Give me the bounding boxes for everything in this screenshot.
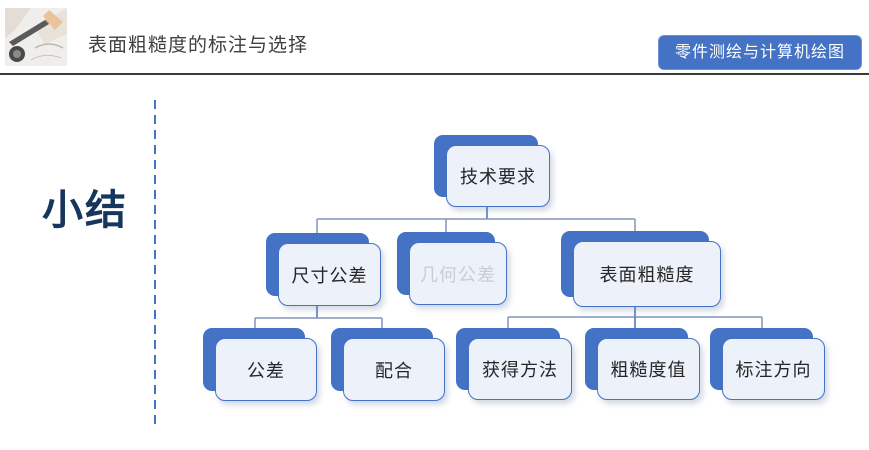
node-dimensional-tolerance: 尺寸公差 bbox=[266, 233, 381, 306]
header-photo bbox=[5, 8, 67, 66]
page-title: 表面粗糙度的标注与选择 bbox=[88, 35, 309, 56]
summary-label: 小结 bbox=[42, 187, 128, 233]
node-label: 获得方法 bbox=[468, 338, 572, 400]
header-divider bbox=[0, 73, 869, 75]
node-tolerance: 公差 bbox=[203, 328, 317, 401]
node-label: 表面粗糙度 bbox=[573, 241, 721, 307]
node-tech-requirements: 技术要求 bbox=[434, 135, 550, 207]
node-roughness-value: 粗糙度值 bbox=[585, 328, 700, 400]
node-label: 公差 bbox=[215, 338, 317, 401]
node-label: 几何公差 bbox=[409, 242, 507, 305]
node-label: 技术要求 bbox=[446, 145, 550, 207]
dashed-separator bbox=[154, 100, 156, 428]
node-geometric-tolerance: 几何公差 bbox=[397, 232, 507, 305]
node-label: 标注方向 bbox=[722, 338, 825, 400]
node-mark-direction: 标注方向 bbox=[710, 328, 825, 400]
node-obtain-method: 获得方法 bbox=[456, 328, 572, 400]
node-fit: 配合 bbox=[331, 328, 445, 401]
course-badge: 零件测绘与计算机绘图 bbox=[657, 35, 862, 70]
node-label: 尺寸公差 bbox=[278, 243, 381, 306]
node-label: 粗糙度值 bbox=[597, 338, 700, 400]
node-surface-roughness: 表面粗糙度 bbox=[561, 231, 721, 307]
node-label: 配合 bbox=[343, 338, 445, 401]
drafting-hands-photo-icon bbox=[5, 8, 67, 66]
